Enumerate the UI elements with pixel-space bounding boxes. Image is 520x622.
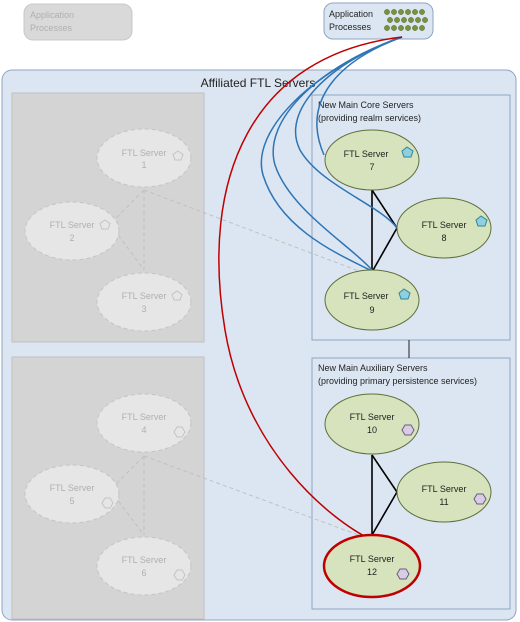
server-8-number: 8 [441, 233, 446, 243]
server-11-label: FTL Server [422, 484, 467, 494]
faded-app-label-line2: Processes [30, 23, 73, 33]
server-8-label: FTL Server [422, 220, 467, 230]
server-7-label: FTL Server [344, 149, 389, 159]
old-server-3: FTL Server 3 [96, 272, 192, 332]
old-server-1-label: FTL Server [122, 148, 167, 158]
server-12[interactable]: FTL Server 12 [322, 533, 422, 599]
old-server-6-label: FTL Server [122, 555, 167, 565]
faded-hexagon-icon [101, 497, 114, 509]
faded-application-processes: Application Processes [23, 3, 133, 41]
server-10[interactable]: FTL Server 10 [324, 393, 420, 455]
old-server-4-label: FTL Server [122, 412, 167, 422]
server-11-number: 11 [439, 497, 448, 507]
server-11[interactable]: FTL Server 11 [396, 461, 492, 523]
old-server-5-label: FTL Server [50, 483, 95, 493]
pentagon-icon [398, 288, 411, 300]
server-7-number: 7 [369, 162, 374, 172]
faded-app-label-line1: Application [30, 10, 74, 20]
hexagon-icon [401, 424, 415, 436]
old-server-3-number: 3 [141, 304, 146, 314]
aux-triangle-links [371, 454, 398, 536]
pentagon-icon [475, 215, 488, 227]
old-server-2-label: FTL Server [50, 220, 95, 230]
old-server-5-number: 5 [69, 496, 74, 506]
faded-hexagon-icon [173, 426, 186, 438]
process-dots-icon [384, 9, 428, 31]
app-label-line1: Application [329, 9, 373, 19]
app-label-line2: Processes [329, 22, 372, 32]
old-server-1-number: 1 [141, 160, 146, 170]
old-server-4: FTL Server 4 [96, 393, 192, 453]
application-processes-box[interactable]: Application Processes [323, 2, 434, 40]
core-group-title-line1: New Main Core Servers [318, 100, 414, 110]
core-triangle-links [371, 189, 398, 273]
aux-group-title-line2: (providing primary persistence services) [318, 376, 477, 386]
old-server-6-number: 6 [141, 568, 146, 578]
server-9-number: 9 [369, 305, 374, 315]
hexagon-icon [473, 493, 487, 505]
server-12-number: 12 [367, 567, 377, 577]
client-link-red [218, 36, 403, 541]
faded-dashed-links [109, 189, 373, 541]
old-server-2-number: 2 [69, 233, 74, 243]
old-server-6: FTL Server 6 [96, 536, 192, 596]
faded-pentagon-icon [99, 219, 111, 230]
faded-hexagon-icon [173, 569, 186, 581]
server-10-label: FTL Server [350, 412, 395, 422]
old-server-3-label: FTL Server [122, 291, 167, 301]
server-7[interactable]: FTL Server 7 [324, 129, 420, 191]
server-9[interactable]: FTL Server 9 [324, 269, 420, 331]
old-server-2: FTL Server 2 [24, 201, 120, 261]
old-server-1: FTL Server 1 [96, 128, 192, 188]
server-9-label: FTL Server [344, 291, 389, 301]
core-group-title-line2: (providing realm services) [318, 113, 421, 123]
server-10-number: 10 [367, 425, 377, 435]
aux-group-title-line1: New Main Auxiliary Servers [318, 363, 428, 373]
server-8[interactable]: FTL Server 8 [396, 197, 492, 259]
client-links-blue [260, 36, 403, 273]
affiliated-title: Affiliated FTL Servers [201, 76, 316, 90]
faded-pentagon-icon [172, 150, 184, 161]
server-12-label: FTL Server [350, 554, 395, 564]
old-server-5: FTL Server 5 [24, 464, 120, 524]
old-server-4-number: 4 [141, 425, 146, 435]
faded-pentagon-icon [171, 290, 183, 301]
pentagon-icon [401, 146, 414, 158]
hexagon-icon [396, 568, 410, 580]
